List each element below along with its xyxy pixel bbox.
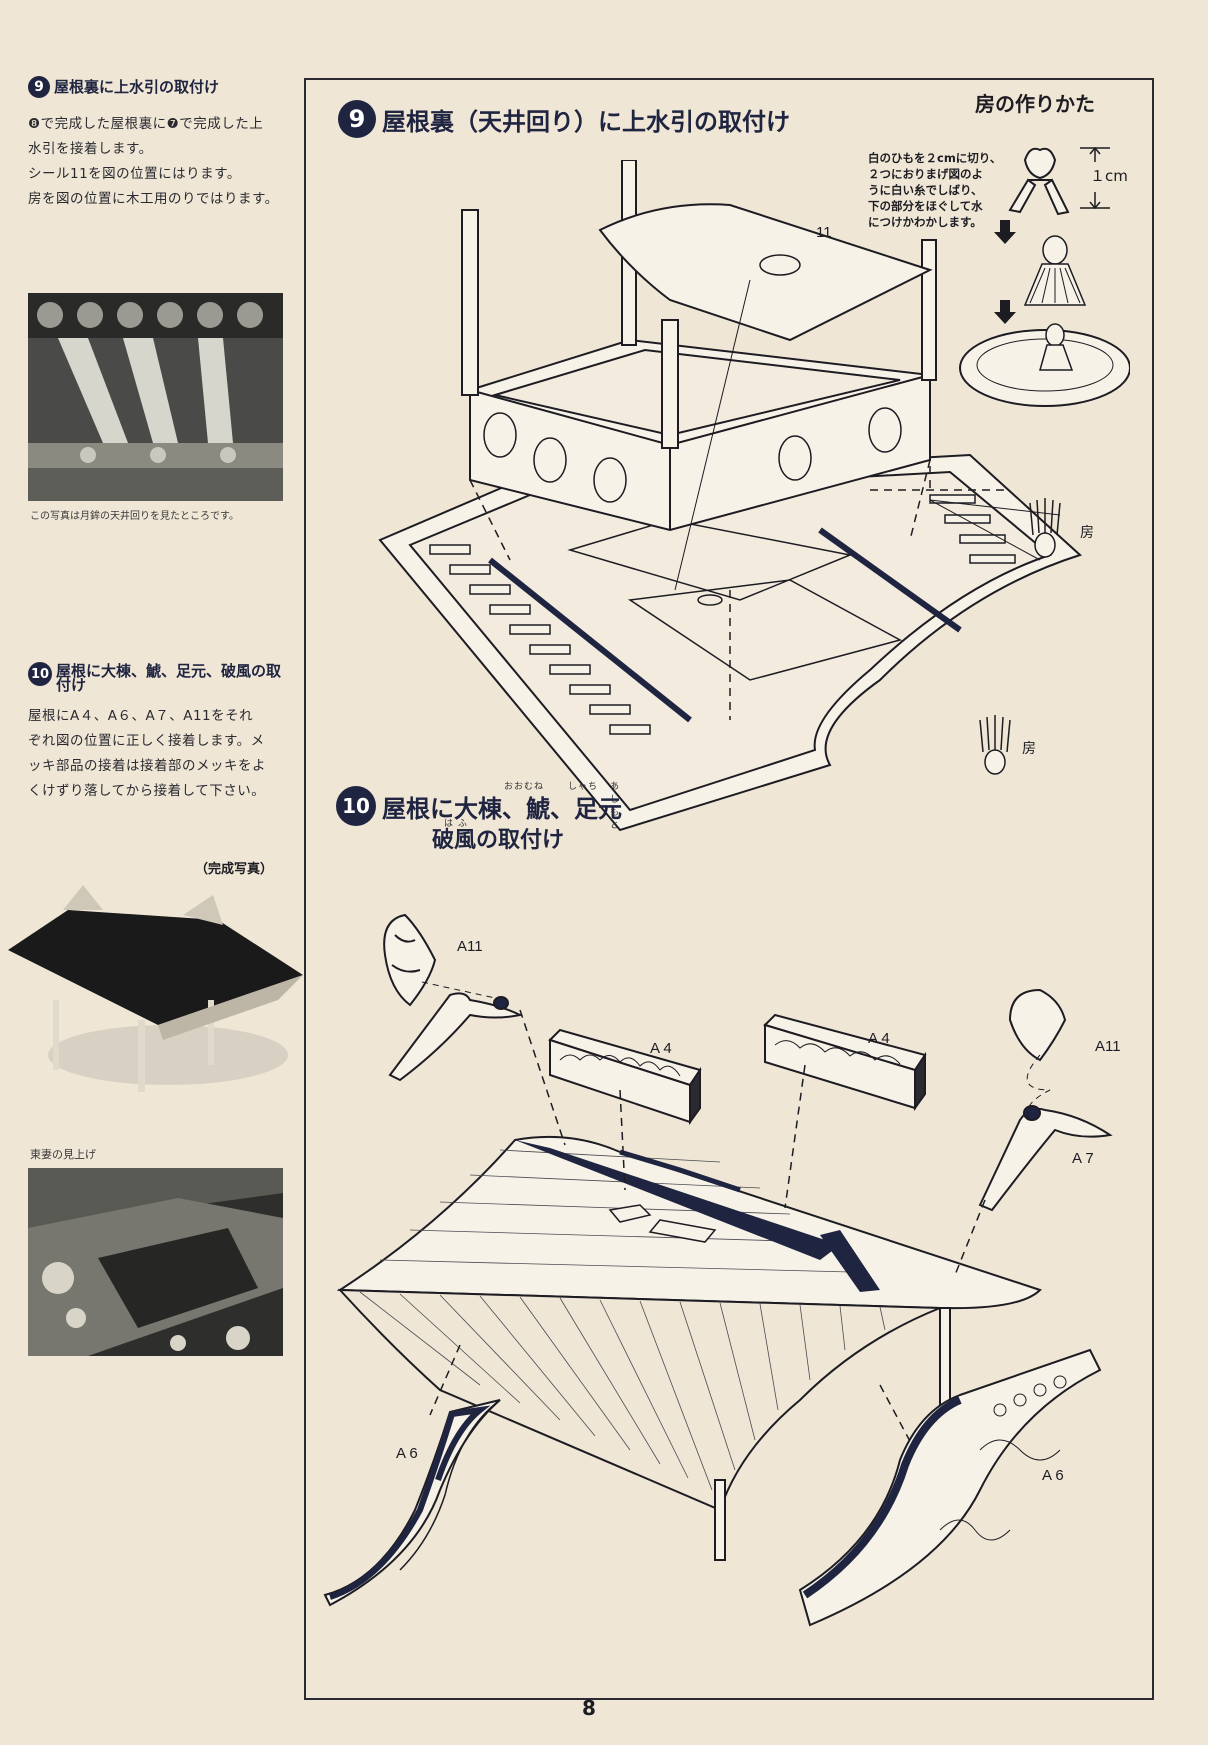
left-step10-line: ッキ部品の接着は接着部のメッキをよ	[28, 758, 266, 774]
seal-11-label: 11	[816, 224, 832, 241]
left-step10-line: 屋根にA４、A６、A７、A11をそれ	[28, 708, 254, 724]
left-step10-line: ぞれ図の位置に正しく接着します。メ	[28, 733, 265, 749]
left-step9-line: 水引を接着します。	[28, 141, 153, 157]
step10-badge: 10	[28, 662, 52, 686]
main-step9-title: 屋根裏（天井回り）に上水引の取付け	[382, 107, 790, 136]
gable-photo-caption: 東妻の見上げ	[30, 1148, 96, 1161]
step10-assembly-diagram	[323, 913, 1113, 1627]
gable-photo-image	[28, 1168, 283, 1356]
left-step10-body: 屋根にA４、A６、A７、A11をそれ ぞれ図の位置に正しく接着します。メ ッキ部…	[28, 704, 298, 804]
left-step10-section: 10 屋根に大棟、鯱、足元、破風の取 付け 屋根にA４、A６、A７、A11をそれ…	[28, 662, 298, 804]
main-step10-badge: 10	[336, 786, 376, 826]
gable-photo	[28, 1168, 283, 1356]
completed-photo-image	[8, 885, 303, 1092]
completed-photo	[8, 860, 303, 1100]
part-a6-right-label: A 6	[1042, 1467, 1064, 1484]
left-step9-body: ❽で完成した屋根裏に❼で完成した上 水引を接着します。 シール11を図の位置には…	[28, 112, 298, 212]
tassel-title: 房の作りかた	[975, 92, 1095, 116]
instruction-frame	[304, 78, 1154, 1700]
ruby-ohmune: おおむね	[504, 781, 545, 792]
main-step9-badge: 9	[338, 100, 376, 138]
main-step10-title-line2: は ふ 破風の取付け	[432, 819, 565, 854]
left-step9-heading: 9 屋根裏に上水引の取付け	[28, 76, 298, 98]
fusa-label-2: 房	[1022, 741, 1036, 757]
ceiling-photo-caption: この写真は月鉾の天井回りを見たところです。	[30, 511, 239, 522]
main-step10-title-e: 、	[550, 794, 574, 823]
page-number: 8	[582, 1696, 596, 1720]
left-step10-title-2: 付け	[56, 676, 87, 694]
tassel-icon	[979, 715, 1011, 775]
part-a6-left-label: A 6	[396, 1445, 418, 1462]
ruby-ashimoto: あしもと	[610, 781, 621, 831]
main-step10-heading: 10 おおむね しゃち あしもと 屋根に大棟、鯱、足元	[336, 782, 622, 831]
main-step10-title-b: 大棟	[454, 794, 502, 823]
main-step10-title-c: 、	[502, 794, 526, 823]
main-step10-title-h: の取付け	[476, 828, 565, 853]
tassel-note-line: うに白い糸でしばり、	[868, 183, 983, 197]
step9-badge: 9	[28, 76, 50, 98]
completed-photo-label: （完成写真）	[195, 862, 274, 877]
tassel-icon	[1029, 498, 1061, 558]
tassel-note-line: ２つにおりまげ図のよ	[868, 167, 983, 181]
part-a4-left-label: A 4	[650, 1040, 672, 1057]
part-a11-left-label: A11	[457, 938, 483, 955]
left-step9-line: シール11を図の位置にはります。	[28, 166, 241, 182]
left-step10-line: くけずり落してから接着して下さい。	[28, 783, 266, 799]
main-step9-heading: 9 屋根裏（天井回り）に上水引の取付け	[338, 100, 790, 138]
left-step9-title: 屋根裏に上水引の取付け	[54, 78, 220, 96]
main-step10-title-f: 足元	[574, 794, 622, 823]
step9-assembly-diagram	[378, 160, 1082, 832]
tassel-note-line: 下の部分をほぐして水	[868, 199, 983, 213]
part-a11-right-label: A11	[1095, 1038, 1121, 1055]
left-step9-line: 房を図の位置に木工用のりではります。	[28, 191, 279, 207]
part-a7-label: A 7	[1072, 1150, 1094, 1167]
left-step10-heading: 10 屋根に大棟、鯱、足元、破風の取 付け	[28, 662, 298, 694]
tassel-diagram	[959, 146, 1130, 407]
main-step10-title-d: 鯱	[526, 794, 550, 823]
ceiling-photo	[28, 293, 283, 501]
left-step9-line: ❽で完成した屋根裏に❼で完成した上	[28, 116, 264, 132]
tassel-note-line: につけかわかします。	[868, 215, 982, 229]
tassel-note: 白のひもを２cmに切り、 ２つにおりまげ図のよ うに白い糸でしばり、 下の部分を…	[868, 150, 1018, 230]
main-step10-title-a: 屋根に	[382, 794, 454, 823]
ruby-hafu: は ふ	[444, 819, 468, 829]
dimension-label: １cm	[1090, 167, 1128, 185]
left-step9-section: 9 屋根裏に上水引の取付け ❽で完成した屋根裏に❼で完成した上 水引を接着します…	[28, 76, 298, 212]
left-step10-title-1: 屋根に大棟、鯱、足元、破風の取	[56, 662, 282, 680]
ceiling-photo-image	[28, 293, 283, 501]
fusa-label-1: 房	[1080, 525, 1094, 541]
part-a4-right-label: A 4	[868, 1030, 890, 1047]
main-step10-title-g: 破風	[432, 828, 477, 853]
ruby-shachi: しゃち	[568, 781, 599, 792]
tassel-note-line: 白のひもを２cmに切り、	[868, 151, 1002, 165]
